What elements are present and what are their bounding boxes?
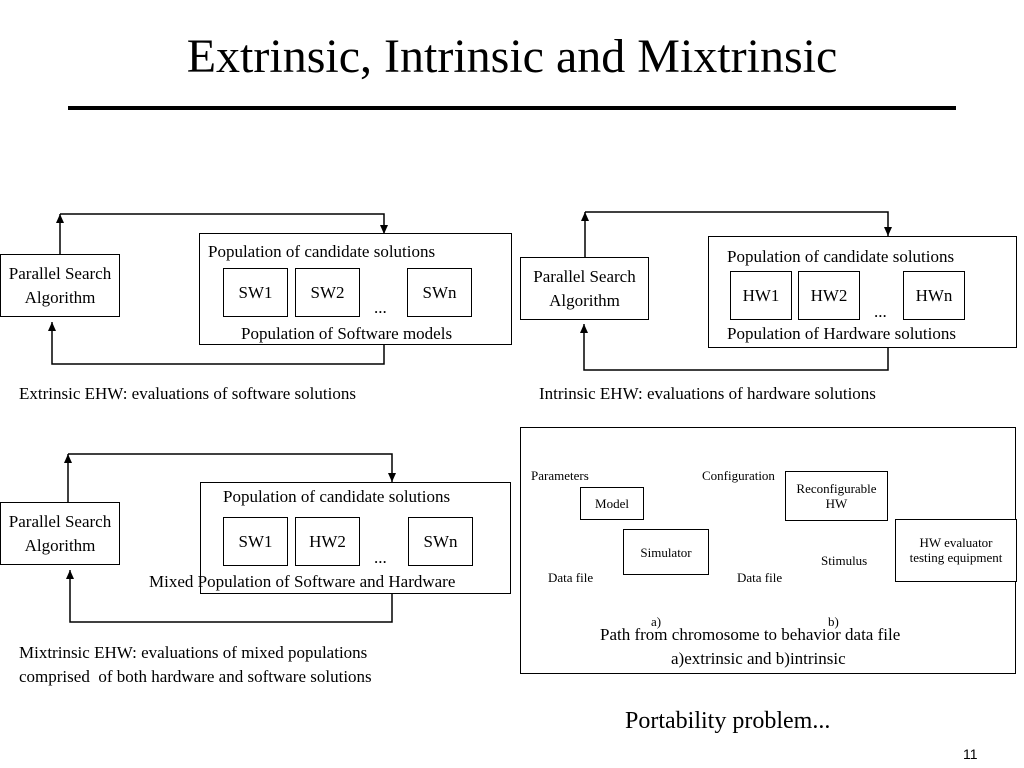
mixtrinsic-bottom-connector xyxy=(66,570,393,623)
intrinsic-ellipsis: ... xyxy=(874,302,887,321)
intrinsic-population-caption: Population of Hardware solutions xyxy=(727,324,956,343)
intrinsic-cell-2: HW2 xyxy=(798,271,860,320)
intrinsic-algorithm-label: Parallel Search Algorithm xyxy=(533,266,636,310)
mixtrinsic-caption-line1: Mixtrinsic EHW: evaluations of mixed pop… xyxy=(19,643,368,662)
intrinsic-caption: Intrinsic EHW: evaluations of hardware s… xyxy=(539,384,876,403)
configuration-label: Configuration xyxy=(702,468,775,483)
intrinsic-algorithm-box: Parallel Search Algorithm xyxy=(520,257,649,320)
extrinsic-population-label: Population of candidate solutions xyxy=(208,242,436,261)
intrinsic-top-connector xyxy=(585,211,892,236)
extrinsic-top-connector xyxy=(60,213,388,234)
mixtrinsic-cell-2: HW2 xyxy=(295,517,360,566)
portability-note: Portability problem... xyxy=(625,708,831,734)
reconfigurable-hw-box: Reconfigurable HW xyxy=(785,471,888,521)
extrinsic-cell-n: SWn xyxy=(407,268,472,317)
intrinsic-population-label: Population of candidate solutions xyxy=(727,247,955,266)
datafile-label-b: Data file xyxy=(737,570,783,585)
mixtrinsic-population-caption: Mixed Population of Software and Hardwar… xyxy=(149,572,456,591)
mixtrinsic-algorithm-label: Parallel Search Algorithm xyxy=(8,511,112,555)
mixtrinsic-ellipsis: ... xyxy=(374,548,387,567)
datafile-label-a: Data file xyxy=(548,570,594,585)
page-number: 11 xyxy=(963,746,978,762)
mixtrinsic-caption-line2: comprised of both hardware and software … xyxy=(19,667,372,686)
extrinsic-population-caption: Population of Software models xyxy=(241,324,453,343)
extrinsic-algorithm-label: Parallel Search Algorithm xyxy=(8,263,112,307)
stimulus-label: Stimulus xyxy=(821,553,868,568)
reconfigurable-line2: HW xyxy=(825,496,848,511)
mixtrinsic-population-label: Population of candidate solutions xyxy=(223,487,451,506)
hw-evaluator-box: HW evaluator testing equipment xyxy=(895,519,1017,582)
mixtrinsic-top-connector xyxy=(68,453,396,482)
parameters-label: Parameters xyxy=(531,468,589,483)
path-caption-line1: Path from chromosome to behavior data fi… xyxy=(600,625,901,644)
model-box: Model xyxy=(580,487,644,520)
hw-evaluator-line1: HW evaluator xyxy=(919,535,993,550)
path-caption-line2: a)extrinsic and b)intrinsic xyxy=(671,649,846,668)
tag-a: a) xyxy=(651,614,662,629)
mixtrinsic-algorithm-box: Parallel Search Algorithm xyxy=(0,502,120,565)
title-underline xyxy=(68,106,956,110)
reconfigurable-line1: Reconfigurable xyxy=(796,481,877,496)
slide-title: Extrinsic, Intrinsic and Mixtrinsic xyxy=(186,30,838,83)
mixtrinsic-cell-n: SWn xyxy=(408,517,473,566)
extrinsic-algorithm-box: Parallel Search Algorithm xyxy=(0,254,120,317)
intrinsic-cell-1: HW1 xyxy=(730,271,792,320)
intrinsic-cell-n: HWn xyxy=(903,271,965,320)
extrinsic-bottom-connector xyxy=(48,322,385,365)
extrinsic-caption: Extrinsic EHW: evaluations of software s… xyxy=(19,384,356,403)
intrinsic-bottom-connector xyxy=(580,324,889,371)
extrinsic-ellipsis: ... xyxy=(374,298,387,317)
simulator-box: Simulator xyxy=(623,529,709,575)
mixtrinsic-cell-1: SW1 xyxy=(223,517,288,566)
tag-b: b) xyxy=(828,614,839,629)
extrinsic-cell-2: SW2 xyxy=(295,268,360,317)
hw-evaluator-line2: testing equipment xyxy=(909,550,1003,565)
extrinsic-cell-1: SW1 xyxy=(223,268,288,317)
